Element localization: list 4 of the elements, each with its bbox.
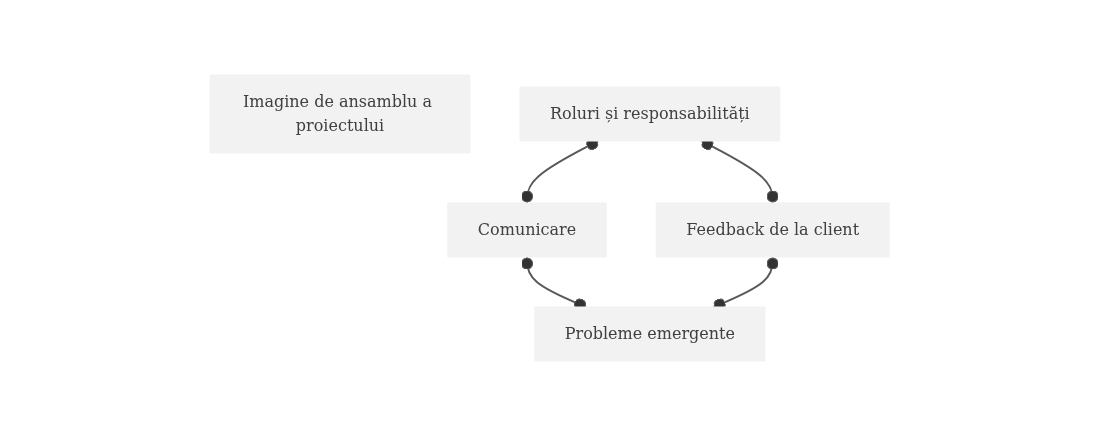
node-box: Comunicare <box>447 202 607 258</box>
node-box: Feedback de la client <box>655 202 890 258</box>
node-box: Probleme emergente <box>534 306 766 362</box>
node-box: Roluri și responsabilități <box>519 86 781 142</box>
